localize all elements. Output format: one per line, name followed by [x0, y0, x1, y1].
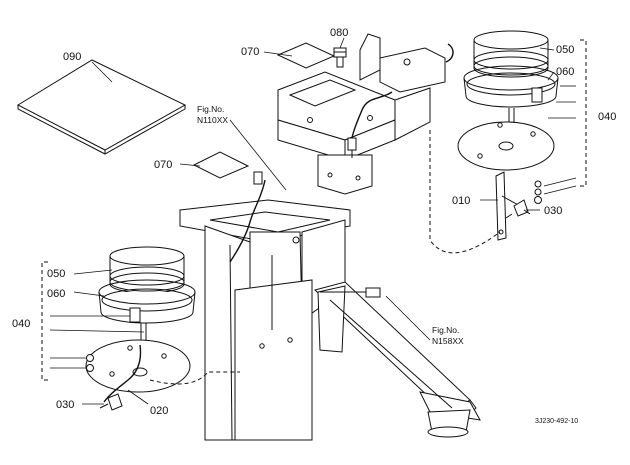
bolt-080	[333, 47, 347, 68]
dashed-group-040-left	[41, 261, 48, 381]
label-030-left: 030	[56, 399, 74, 411]
label-060-left: 060	[47, 288, 65, 300]
label-050-left: 050	[47, 268, 65, 280]
label-050-right: 050	[556, 44, 574, 56]
label-090: 090	[63, 51, 81, 63]
label-070-mid: 070	[154, 159, 172, 171]
fig-ref-1-label: Fig.No.	[197, 104, 224, 114]
fig-ref-2-number: N158XX	[432, 336, 464, 346]
beacon-lamp-right	[457, 30, 559, 204]
main-mast	[179, 171, 351, 441]
manual-sheet-090	[16, 59, 187, 155]
fig-ref-2-label: Fig.No.	[432, 325, 459, 335]
label-010: 010	[452, 195, 470, 207]
boom-arm	[314, 281, 481, 438]
label-030-right: 030	[544, 205, 562, 217]
label-040-right: 040	[598, 111, 616, 123]
dashed-group-040-right	[580, 39, 587, 187]
leader-lines	[49, 37, 577, 405]
label-060-right: 060	[556, 66, 574, 78]
part-labels: 090 070 080 050 060 040 010 030 070 050 …	[12, 27, 616, 425]
label-080: 080	[330, 27, 348, 39]
sticker-070-mid	[192, 151, 250, 179]
bracket-stay-010	[495, 171, 531, 241]
routing-lines	[149, 130, 501, 385]
beacon-lamp-left	[85, 246, 196, 411]
upper-bracket-assembly	[277, 33, 454, 195]
drawing-code: 3J230-492-10	[535, 418, 578, 425]
fig-ref-1-number: N110XX	[197, 115, 228, 125]
label-020: 020	[150, 405, 168, 417]
label-070-top: 070	[241, 46, 259, 58]
label-040-left: 040	[12, 318, 30, 330]
